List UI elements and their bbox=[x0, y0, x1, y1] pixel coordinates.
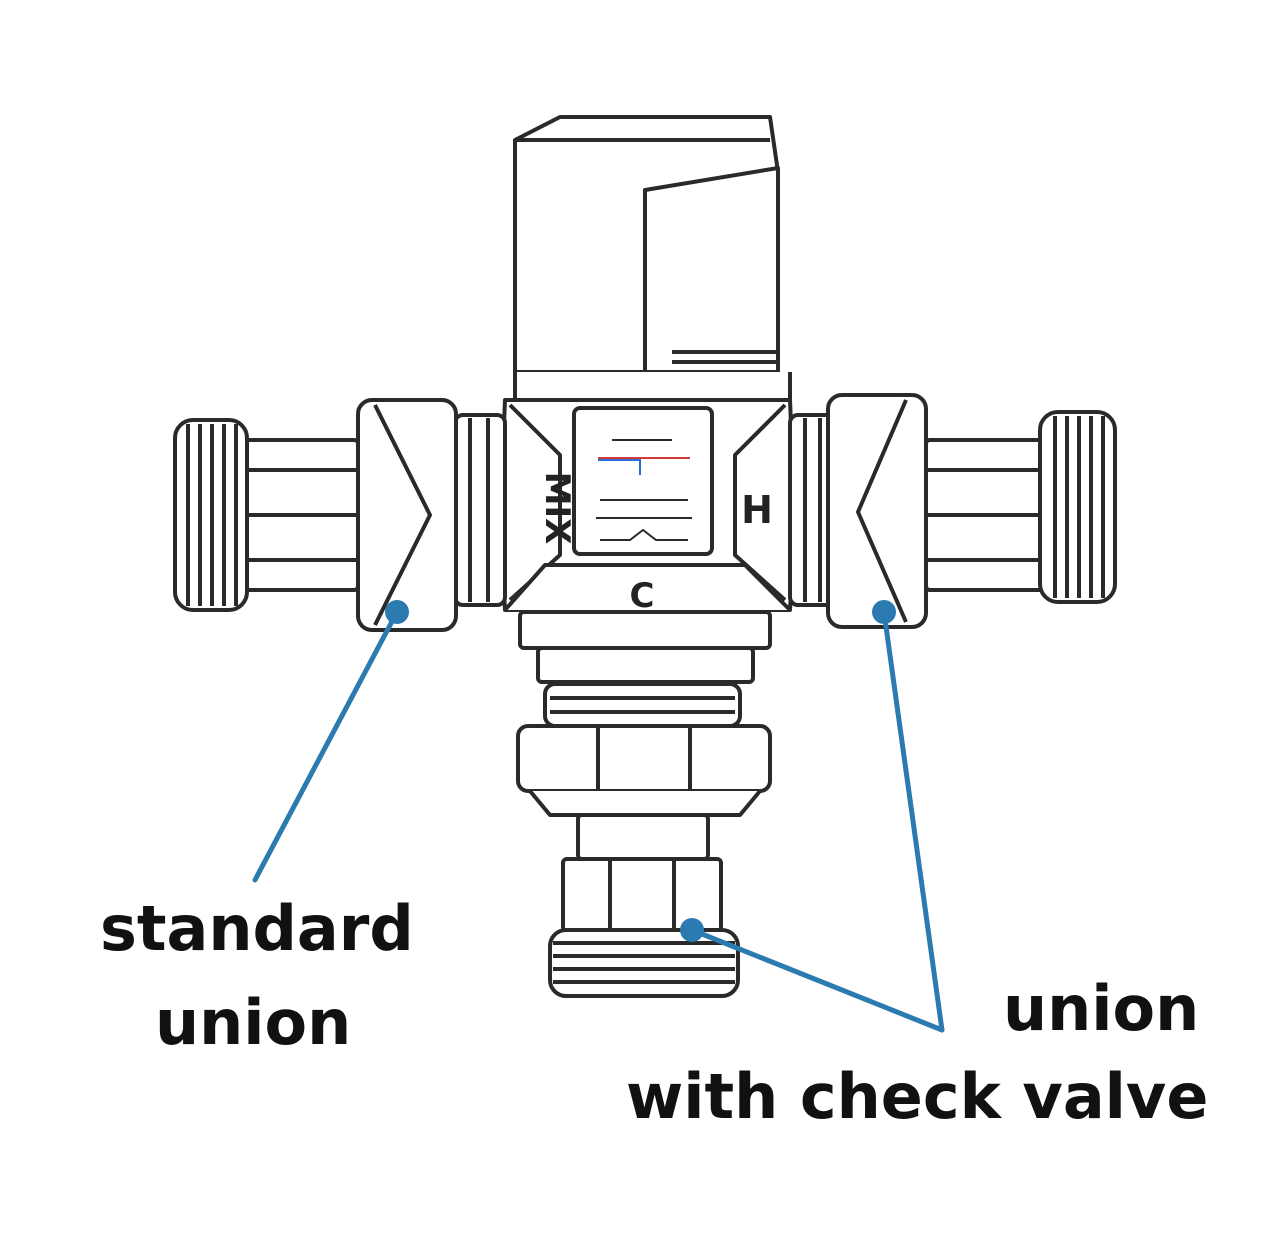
check-valve-union-nut bbox=[826, 393, 928, 629]
check-union-label-line2: with check valve bbox=[626, 1060, 1209, 1133]
check-union-callout-line-right bbox=[881, 609, 945, 1033]
valve-plate bbox=[572, 406, 714, 556]
standard-union-callout-dot bbox=[385, 600, 409, 624]
left-collar bbox=[453, 413, 507, 607]
plate-markings bbox=[596, 439, 692, 541]
mix-marking: MIX bbox=[537, 472, 577, 545]
cold-marking: C bbox=[630, 576, 655, 616]
standard-union-label-line2: union bbox=[155, 986, 352, 1059]
bottom-tailpiece bbox=[561, 813, 723, 933]
left-tailpiece-hex bbox=[238, 438, 360, 592]
left-threaded-end bbox=[173, 418, 249, 612]
bottom-threaded-end bbox=[548, 928, 740, 998]
check-union-callout-line-bottom bbox=[689, 927, 945, 1033]
bottom-collar bbox=[543, 682, 742, 728]
right-threaded-end bbox=[1038, 410, 1117, 604]
check-union-label: union bbox=[1003, 972, 1200, 1045]
right-tailpiece-hex bbox=[924, 438, 1048, 592]
check-union-callout-dot-right bbox=[872, 600, 896, 624]
hot-marking: H bbox=[741, 488, 773, 532]
check-union-callout-dot-bottom bbox=[680, 918, 704, 942]
right-collar bbox=[788, 413, 837, 607]
standard-union-nut bbox=[356, 398, 458, 632]
standard-union-callout-line bbox=[252, 609, 400, 883]
bottom-union-nut bbox=[516, 724, 772, 817]
standard-union-label: standard bbox=[100, 892, 414, 965]
temperature-knob bbox=[513, 115, 792, 407]
